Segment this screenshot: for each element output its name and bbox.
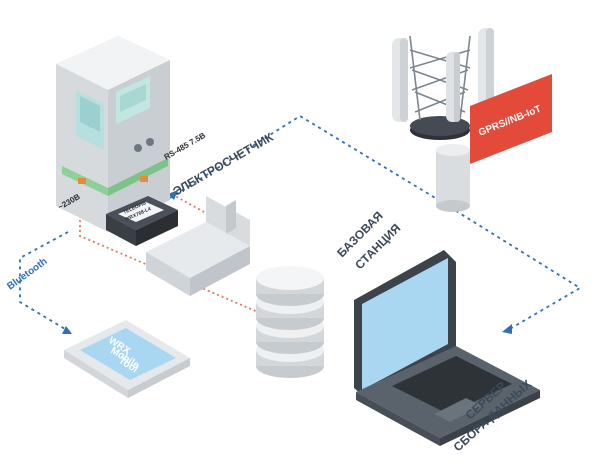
enclosure-box bbox=[146, 196, 250, 296]
link-tower-to-laptop bbox=[431, 195, 582, 331]
arrow-to-meter bbox=[168, 190, 178, 200]
gprs-banner bbox=[470, 74, 552, 164]
arrow-to-phone bbox=[62, 326, 72, 334]
arrow-to-laptop bbox=[502, 324, 512, 334]
electricity-meter bbox=[56, 36, 170, 232]
comm-module: TELEOFIS WRX768-L4 bbox=[106, 196, 178, 246]
base-station-tower: GPRS//NB-IoT bbox=[392, 28, 552, 212]
link-meter-to-phone bbox=[19, 231, 71, 333]
laptop bbox=[354, 250, 540, 446]
bluetooth-label: Bluetooth bbox=[5, 256, 49, 292]
mobile-phone: WRX Mobile Tool bbox=[64, 320, 190, 398]
link-meter-to-tower bbox=[169, 114, 433, 199]
data-server bbox=[256, 266, 324, 378]
wire-red-2 bbox=[149, 181, 223, 223]
